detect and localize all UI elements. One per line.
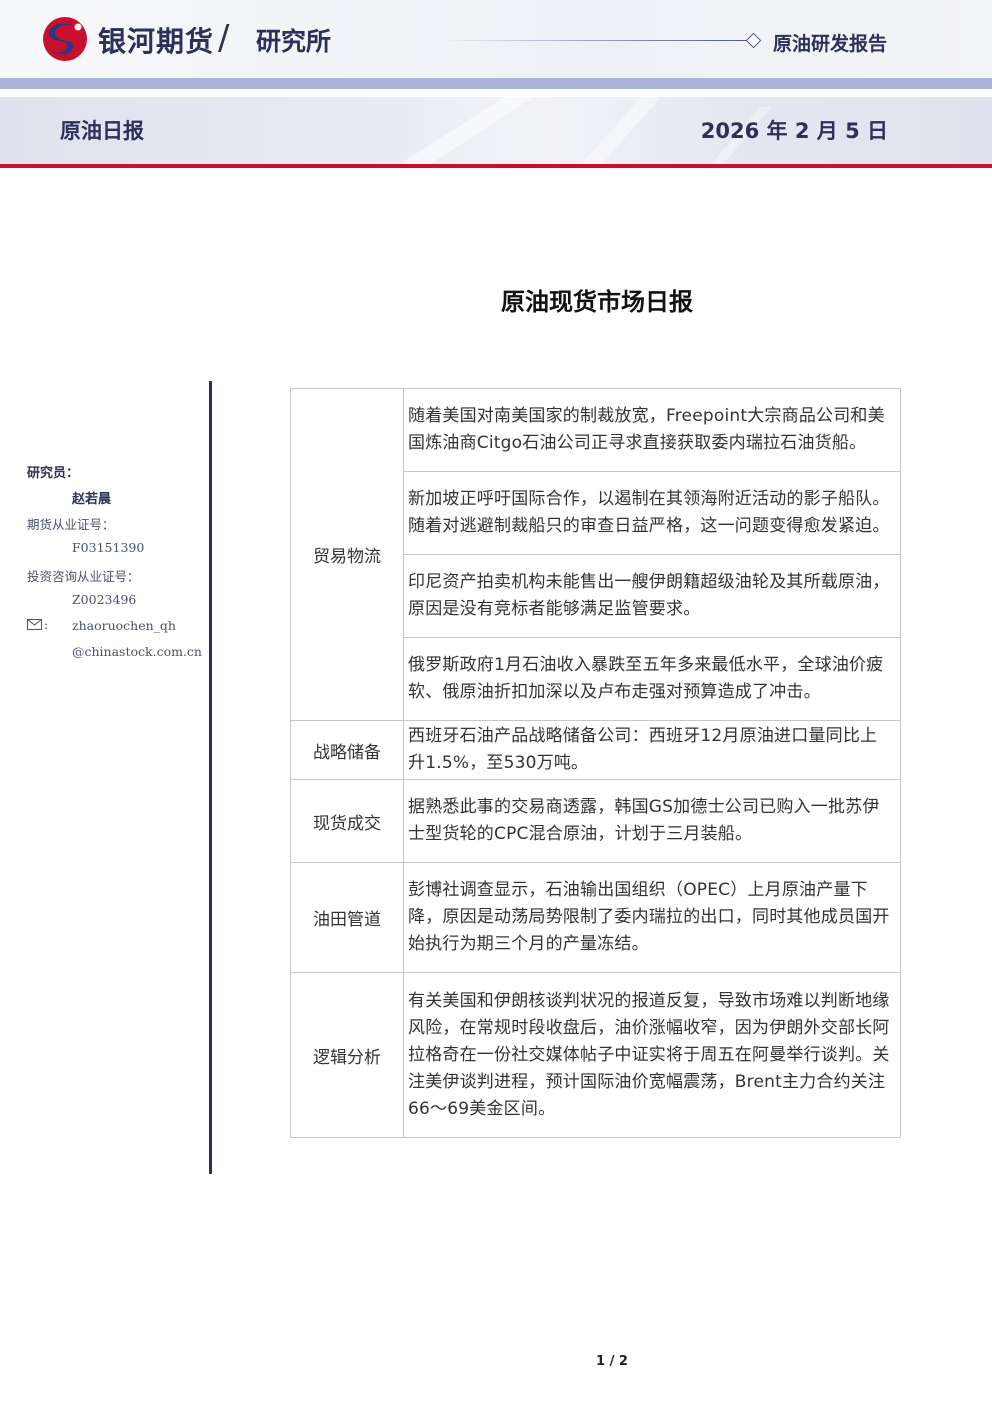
category-strategic-reserve: 战略储备 [290, 720, 404, 780]
report-type: 原油研发报告 [773, 33, 888, 55]
daily-report-label: 原油日报 [60, 119, 144, 143]
email-address-line1[interactable]: zhaoruochen_qh [72, 618, 176, 633]
researcher-name: 赵若晨 [72, 492, 112, 507]
table-row: 逻辑分析 有关美国和伊朗核谈判状况的报道反复，导致市场难以判断地缘风险，在常规时… [290, 972, 901, 1138]
news-item: 随着美国对南美国家的制裁放宽，Freepoint大宗商品公司和美国炼油商Citg… [403, 388, 901, 472]
table-row: 现货成交 据熟悉此事的交易商透露，韩国GS加德士公司已购入一批苏伊士型货轮的CP… [290, 779, 901, 863]
news-item: 据熟悉此事的交易商透露，韩国GS加德士公司已购入一批苏伊士型货轮的CPC混合原油… [403, 779, 901, 863]
consult-cert-number: Z0023496 [72, 592, 137, 607]
news-item: 新加坡正呼吁国际合作，以遏制在其领海附近活动的影子船队。随着对逃避制裁船只的审查… [403, 471, 901, 555]
report-date: 2026 年 2 月 5 日 [700, 119, 888, 143]
news-item: 印尼资产拍卖机构未能售出一艘伊朗籍超级油轮及其所载原油，原因是没有竞标者能够满足… [403, 554, 901, 638]
table-row: 贸易物流 随着美国对南美国家的制裁放宽，Freepoint大宗商品公司和美国炼油… [290, 388, 901, 721]
table-row: 新加坡正呼吁国际合作，以遏制在其领海附近活动的影子船队。随着对逃避制裁船只的审查… [291, 471, 901, 555]
top-banner [0, 0, 992, 78]
futures-cert-label: 期货从业证号： [27, 517, 115, 532]
department-name: 研究所 [256, 27, 332, 56]
news-item: 俄罗斯政府1月石油收入暴跌至五年多来最低水平，全球油价疲软、俄原油折扣加深以及卢… [403, 637, 901, 721]
email-colon: : [44, 617, 49, 632]
category-trade-logistics: 贸易物流 [290, 388, 404, 721]
category-oilfield-pipeline: 油田管道 [290, 862, 404, 973]
news-item: 彭博社调查显示，石油输出国组织（OPEC）上月原油产量下降，原因是动荡局势限制了… [403, 862, 901, 973]
subbar-decoration [400, 97, 772, 164]
category-logic-analysis: 逻辑分析 [290, 972, 404, 1138]
news-item: 有关美国和伊朗核谈判状况的报道反复，导致市场难以判断地缘风险，在常规时段收盘后，… [403, 972, 901, 1138]
futures-cert-number: F03151390 [72, 540, 145, 555]
page-title: 原油现货市场日报 [501, 288, 693, 316]
researcher-label: 研究员： [27, 466, 80, 481]
header-red-line [0, 164, 992, 168]
decorative-line [440, 40, 748, 41]
brand-name: 银河期货 [98, 25, 215, 58]
category-spot-trades: 现货成交 [290, 779, 404, 863]
table-row: 俄罗斯政府1月石油收入暴跌至五年多来最低水平，全球油价疲软、俄原油折扣加深以及卢… [291, 637, 901, 721]
market-news-table: 贸易物流 随着美国对南美国家的制裁放宽，Freepoint大宗商品公司和美国炼油… [290, 388, 901, 1138]
consult-cert-label: 投资咨询从业证号： [27, 569, 140, 584]
table-row: 油田管道 彭博社调查显示，石油输出国组织（OPEC）上月原油产量下降，原因是动荡… [290, 862, 901, 973]
table-row: 印尼资产拍卖机构未能售出一艘伊朗籍超级油轮及其所载原油，原因是没有竞标者能够满足… [291, 554, 901, 638]
header-stripe [0, 78, 992, 89]
page-number: 1 / 2 [596, 1354, 628, 1369]
table-row: 战略储备 西班牙石油产品战略储备公司：西班牙12月原油进口量同比上升1.5%，至… [290, 720, 901, 780]
email-address-line2[interactable]: @chinastock.com.cn [72, 644, 202, 659]
brand-slash: / [218, 18, 230, 58]
galaxy-logo-icon [43, 17, 87, 61]
sub-banner [0, 97, 992, 164]
email-icon [27, 619, 42, 630]
sidebar-divider [209, 381, 212, 1174]
news-item: 西班牙石油产品战略储备公司：西班牙12月原油进口量同比上升1.5%，至530万吨… [403, 720, 901, 780]
